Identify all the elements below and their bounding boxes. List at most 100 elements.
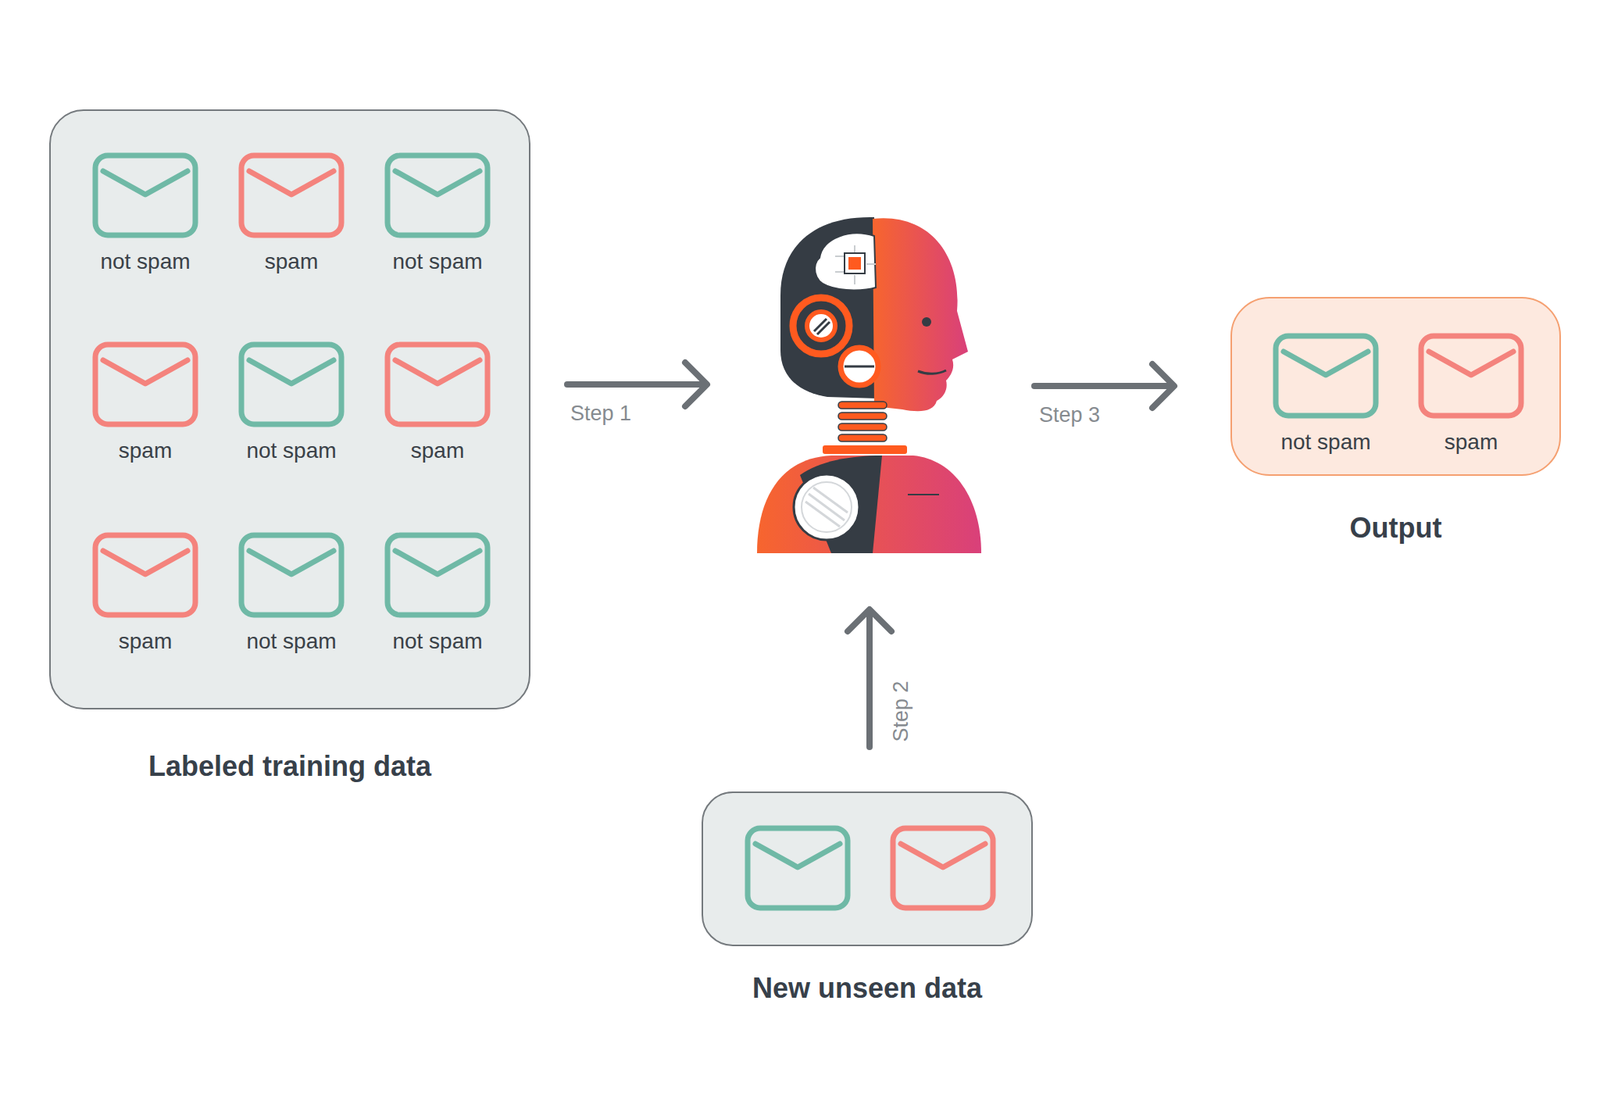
envelope-icon xyxy=(92,152,199,239)
envelope-icon xyxy=(384,532,491,618)
envelope-icon xyxy=(92,532,199,618)
robot-illustration xyxy=(757,217,982,554)
robot-body xyxy=(757,455,982,554)
envelope-icon xyxy=(384,152,491,239)
envelope-icon xyxy=(92,341,199,428)
robot-head-back xyxy=(780,217,879,399)
envelope-item: not spam xyxy=(225,341,358,464)
arrow-shaft xyxy=(567,381,706,388)
chip-traces xyxy=(835,245,876,285)
envelope-item: spam xyxy=(1404,332,1538,455)
panel-heading: Labeled training data xyxy=(148,750,432,783)
envelope-item: not spam xyxy=(371,532,504,654)
envelope-flap xyxy=(900,843,986,868)
envelope-body xyxy=(95,535,196,615)
envelope-body xyxy=(387,155,488,236)
neck-spring xyxy=(838,401,887,409)
envelope-item: not spam xyxy=(78,152,212,275)
arrow-head xyxy=(685,362,708,407)
envelope-icon xyxy=(747,828,848,908)
neck-spring xyxy=(838,434,887,442)
envelope-flap xyxy=(103,171,188,195)
panel-heading: New unseen data xyxy=(752,971,983,1005)
envelope-body xyxy=(241,344,342,425)
class-label: not spam xyxy=(78,249,212,275)
envelope-item: not spam xyxy=(225,532,358,654)
robot-brain xyxy=(814,232,876,290)
class-label: spam xyxy=(225,249,358,275)
envelope-body xyxy=(95,344,196,425)
envelope-item: not spam xyxy=(371,152,504,275)
envelope-item: spam xyxy=(78,341,212,464)
envelope-flap xyxy=(1283,351,1368,375)
envelope-body xyxy=(1275,335,1376,416)
data-panel: not spam spam not spam spam not spam spam spam… xyxy=(49,109,531,710)
class-label: not spam xyxy=(371,249,504,275)
envelope-icon xyxy=(238,532,345,618)
envelope-item: not spam xyxy=(1259,332,1393,455)
envelope-flap xyxy=(755,843,840,868)
class-label: not spam xyxy=(1259,429,1393,455)
gear-ring xyxy=(792,297,850,354)
class-label: spam xyxy=(371,438,504,464)
envelope-flap xyxy=(249,171,334,195)
arrow-shaft xyxy=(1034,382,1173,390)
neck-spring xyxy=(838,423,887,431)
arrow-head xyxy=(847,609,892,632)
envelope-item: spam xyxy=(225,152,358,275)
flow-arrows xyxy=(567,362,1175,747)
envelope-body xyxy=(387,344,488,425)
envelope-flap xyxy=(395,550,480,575)
envelope-flap xyxy=(1428,351,1514,375)
envelope-icon xyxy=(238,341,345,428)
step-label: Step 3 xyxy=(1039,403,1100,428)
unseen-envelopes xyxy=(747,828,993,908)
joint-slot xyxy=(844,365,875,368)
envelope-flap xyxy=(249,360,334,384)
class-label: spam xyxy=(78,628,212,654)
shoulder-hatch xyxy=(805,487,848,527)
robot-face xyxy=(872,217,968,411)
neck-spring xyxy=(838,412,887,420)
class-label: not spam xyxy=(225,438,358,464)
shoulder-joint xyxy=(793,474,860,540)
envelope-body xyxy=(241,155,342,236)
robot-eye xyxy=(921,317,932,327)
envelope-flap xyxy=(395,171,480,195)
envelope-flap xyxy=(103,550,188,575)
envelope-body xyxy=(95,155,196,236)
envelope-item: spam xyxy=(371,341,504,464)
class-label: not spam xyxy=(225,628,358,654)
envelope-body xyxy=(387,535,488,615)
arrow-shaft xyxy=(866,610,873,747)
class-label: spam xyxy=(1404,429,1538,455)
panel-heading: Output xyxy=(1350,511,1443,545)
shoulder-ring xyxy=(801,482,852,533)
gear-hub xyxy=(807,311,836,340)
arrow-head xyxy=(1152,364,1175,408)
envelope-icon xyxy=(384,341,491,428)
envelope-item: spam xyxy=(78,532,212,654)
envelope-icon xyxy=(1417,332,1525,419)
joint xyxy=(840,347,879,386)
envelope-icon xyxy=(892,828,993,908)
data-panel: New unseen data xyxy=(701,791,1033,947)
envelope-flap xyxy=(103,360,188,384)
envelope-icon xyxy=(238,152,345,239)
envelope-body xyxy=(1421,335,1522,416)
robot-mouth xyxy=(917,370,947,374)
step-label: Step 1 xyxy=(570,401,632,426)
step-label: Step 2 xyxy=(889,680,914,742)
chip-frame xyxy=(844,253,865,274)
data-panel: not spamspamOutput xyxy=(1230,296,1561,476)
class-label: not spam xyxy=(371,628,504,654)
envelope-flap xyxy=(395,360,480,384)
envelope-icon xyxy=(1272,332,1379,419)
class-label: spam xyxy=(78,438,212,464)
gear-hatch xyxy=(814,318,830,335)
chest-line xyxy=(907,493,940,496)
robot-collar xyxy=(822,445,908,454)
chip xyxy=(848,257,861,270)
envelope-flap xyxy=(249,550,334,575)
